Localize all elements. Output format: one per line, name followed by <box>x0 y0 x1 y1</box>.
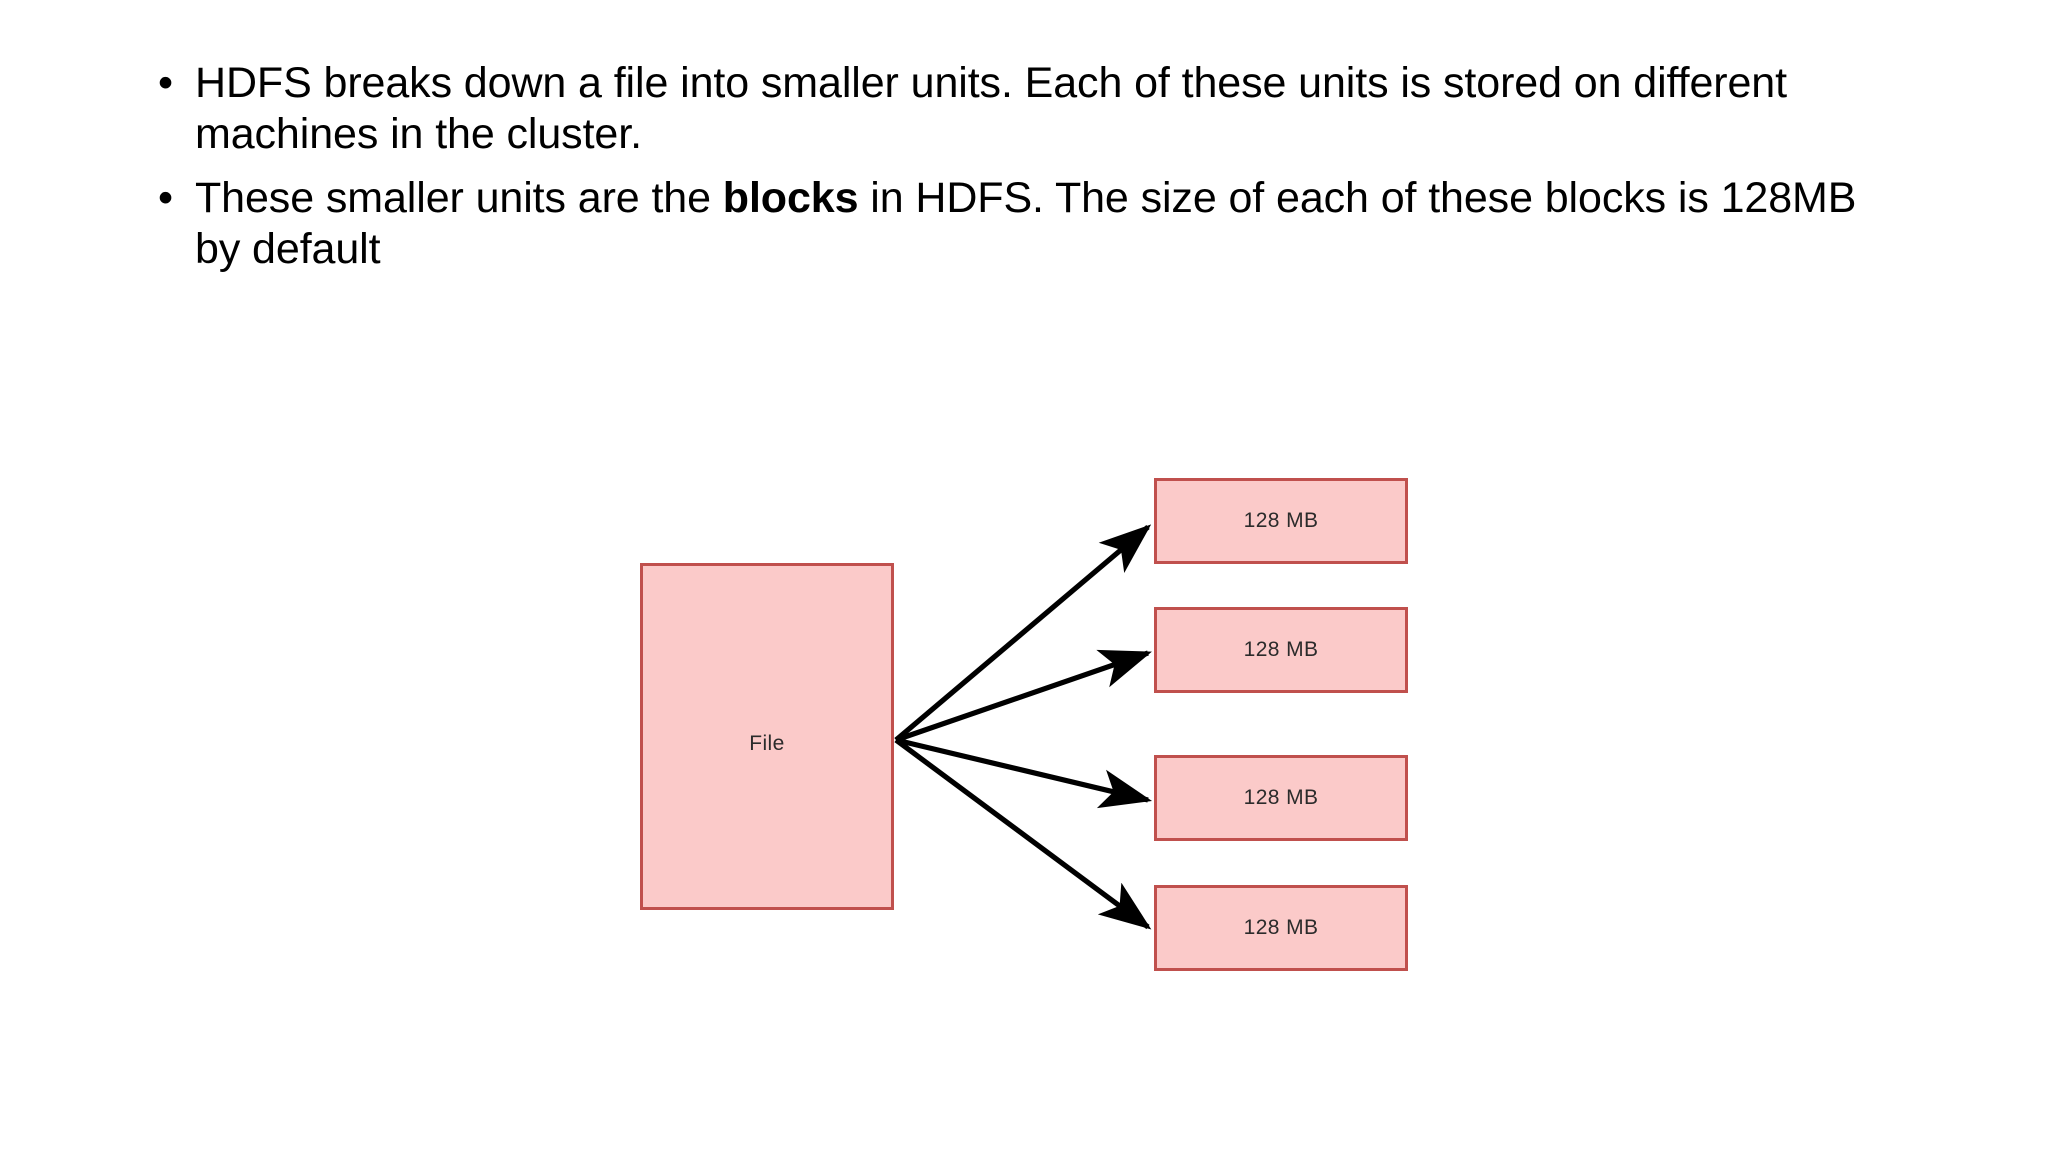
bullet-item-2: • These smaller units are the blocks in … <box>150 173 1910 274</box>
bullet-marker-icon: • <box>158 174 173 223</box>
arrow-to-block-3 <box>895 737 1153 809</box>
bullet-1-part-0: HDFS breaks down a file into smaller uni… <box>195 59 1787 158</box>
block-box-1-label: 128 MB <box>1243 509 1319 532</box>
block-box-1[interactable]: 128 MB <box>1154 478 1408 564</box>
bullet-item-1: • HDFS breaks down a file into smaller u… <box>150 58 1910 159</box>
block-box-2[interactable]: 128 MB <box>1154 607 1408 693</box>
arrow-to-block-2 <box>895 649 1152 743</box>
block-box-4-label: 128 MB <box>1243 916 1319 939</box>
file-box[interactable]: File <box>640 563 894 910</box>
block-box-3-label: 128 MB <box>1243 786 1319 809</box>
bullet-text-2: These smaller units are the blocks in HD… <box>195 174 1856 273</box>
arrow-to-block-4 <box>894 737 1152 930</box>
bullet-2-part-0: These smaller units are the <box>195 174 723 223</box>
arrow-to-block-1 <box>894 524 1152 742</box>
block-box-2-label: 128 MB <box>1243 638 1319 661</box>
bullet-2-emphasis-blocks: blocks <box>722 174 859 223</box>
block-box-4[interactable]: 128 MB <box>1154 885 1408 971</box>
file-box-label: File <box>749 732 785 755</box>
bullet-marker-icon: • <box>158 59 173 107</box>
bullet-text-1: HDFS breaks down a file into smaller uni… <box>195 59 1787 158</box>
block-box-3[interactable]: 128 MB <box>1154 755 1408 841</box>
bullet-2-part-2: in HDFS. The size of each of these block… <box>195 174 1857 274</box>
bullet-list: • HDFS breaks down a file into smaller u… <box>150 58 1910 289</box>
